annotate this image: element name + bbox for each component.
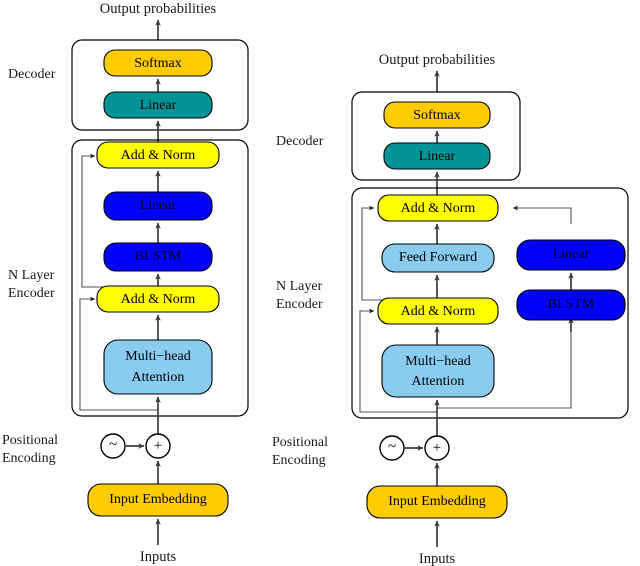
left-sum-circle xyxy=(145,433,171,459)
left-positional-signal-glyph: ~ xyxy=(109,437,117,453)
left-input-embedding-label: Input Embedding xyxy=(109,492,207,507)
right-decoder-linear-block[interactable] xyxy=(383,142,491,170)
left-multihead-attention-block[interactable] xyxy=(103,339,213,395)
right-add-norm-bottom-block[interactable] xyxy=(377,297,499,325)
right-input-embedding-block[interactable] xyxy=(366,485,508,519)
left-encoder-linear-block[interactable] xyxy=(103,191,213,221)
right-attention-label-line2: Attention xyxy=(412,374,465,389)
left-label-pe-line1: Positional xyxy=(2,433,58,448)
left-sum-glyph: + xyxy=(154,438,162,454)
right-sum-glyph: + xyxy=(433,440,441,456)
right-positional-signal-circle xyxy=(379,435,405,461)
right-softmax-block[interactable] xyxy=(383,101,491,129)
right-branch-input-path xyxy=(437,332,572,409)
left-positional-signal-circle xyxy=(100,433,126,459)
left-encoder-linear-label: Linear xyxy=(140,198,177,213)
left-residual-lower xyxy=(79,296,158,411)
left-label-pe-line2: Encoding xyxy=(2,451,56,466)
right-feed-forward-block[interactable] xyxy=(381,243,495,273)
right-residual-lower xyxy=(359,308,437,413)
right-branch-blstm-block[interactable] xyxy=(516,289,626,321)
left-add-norm-bottom-block[interactable] xyxy=(96,285,220,313)
right-add-norm-top-block[interactable] xyxy=(377,194,499,222)
right-positional-signal-glyph: ~ xyxy=(388,439,396,455)
left-blstm-label: BLSTM xyxy=(135,249,182,264)
left-blstm-block[interactable] xyxy=(103,242,213,272)
left-input-embedding-block[interactable] xyxy=(87,483,229,517)
right-label-encoder-line1: N Layer xyxy=(276,279,323,294)
right-multihead-attention-block[interactable] xyxy=(381,344,495,398)
left-add-norm-bottom-label: Add & Norm xyxy=(121,292,196,307)
left-softmax-label: Softmax xyxy=(134,56,181,71)
left-decoder-linear-label: Linear xyxy=(140,98,177,113)
right-feed-forward-label: Feed Forward xyxy=(399,250,477,265)
left-add-norm-top-label: Add & Norm xyxy=(121,148,196,163)
left-label-encoder-line2: Encoder xyxy=(8,286,55,301)
left-output-probabilities-label: Output probabilities xyxy=(100,1,217,17)
left-label-decoder: Decoder xyxy=(8,67,56,82)
right-label-pe-line1: Positional xyxy=(272,435,328,450)
right-label-pe-line2: Encoding xyxy=(272,453,326,468)
left-label-encoder-line1: N Layer xyxy=(8,268,55,283)
right-attention-label-line1: Multi−head xyxy=(405,354,470,369)
right-add-norm-bottom-label: Add & Norm xyxy=(401,304,476,319)
right-add-norm-top-label: Add & Norm xyxy=(401,201,476,216)
right-decoder-group xyxy=(351,91,521,181)
left-decoder-linear-block[interactable] xyxy=(103,91,213,119)
left-add-norm-top-block[interactable] xyxy=(96,141,220,169)
left-inputs-label: Inputs xyxy=(140,549,177,565)
right-output-probabilities-label: Output probabilities xyxy=(379,52,496,68)
left-attention-label-line1: Multi−head xyxy=(125,349,190,364)
right-diagram: Output probabilities Softmax Linear Add … xyxy=(272,52,629,566)
right-branch-output-path xyxy=(512,205,572,224)
right-branch-linear-block[interactable] xyxy=(516,239,626,271)
right-label-decoder: Decoder xyxy=(276,134,324,149)
right-inputs-label: Inputs xyxy=(419,551,456,566)
left-attention-label-line2: Attention xyxy=(132,370,185,385)
left-diagram: Output probabilities Softmax Linear Add … xyxy=(2,1,249,565)
left-softmax-block[interactable] xyxy=(103,49,213,77)
right-decoder-linear-label: Linear xyxy=(419,149,456,164)
right-branch-linear-label: Linear xyxy=(553,247,590,262)
right-encoder-group xyxy=(351,187,629,419)
right-sum-circle xyxy=(424,435,450,461)
right-branch-blstm-label: BLSTM xyxy=(548,297,595,312)
right-input-embedding-label: Input Embedding xyxy=(388,494,486,509)
left-decoder-group xyxy=(71,39,249,131)
left-encoder-group xyxy=(71,139,249,417)
right-label-encoder-line2: Encoder xyxy=(276,297,323,312)
right-softmax-label: Softmax xyxy=(413,108,460,123)
